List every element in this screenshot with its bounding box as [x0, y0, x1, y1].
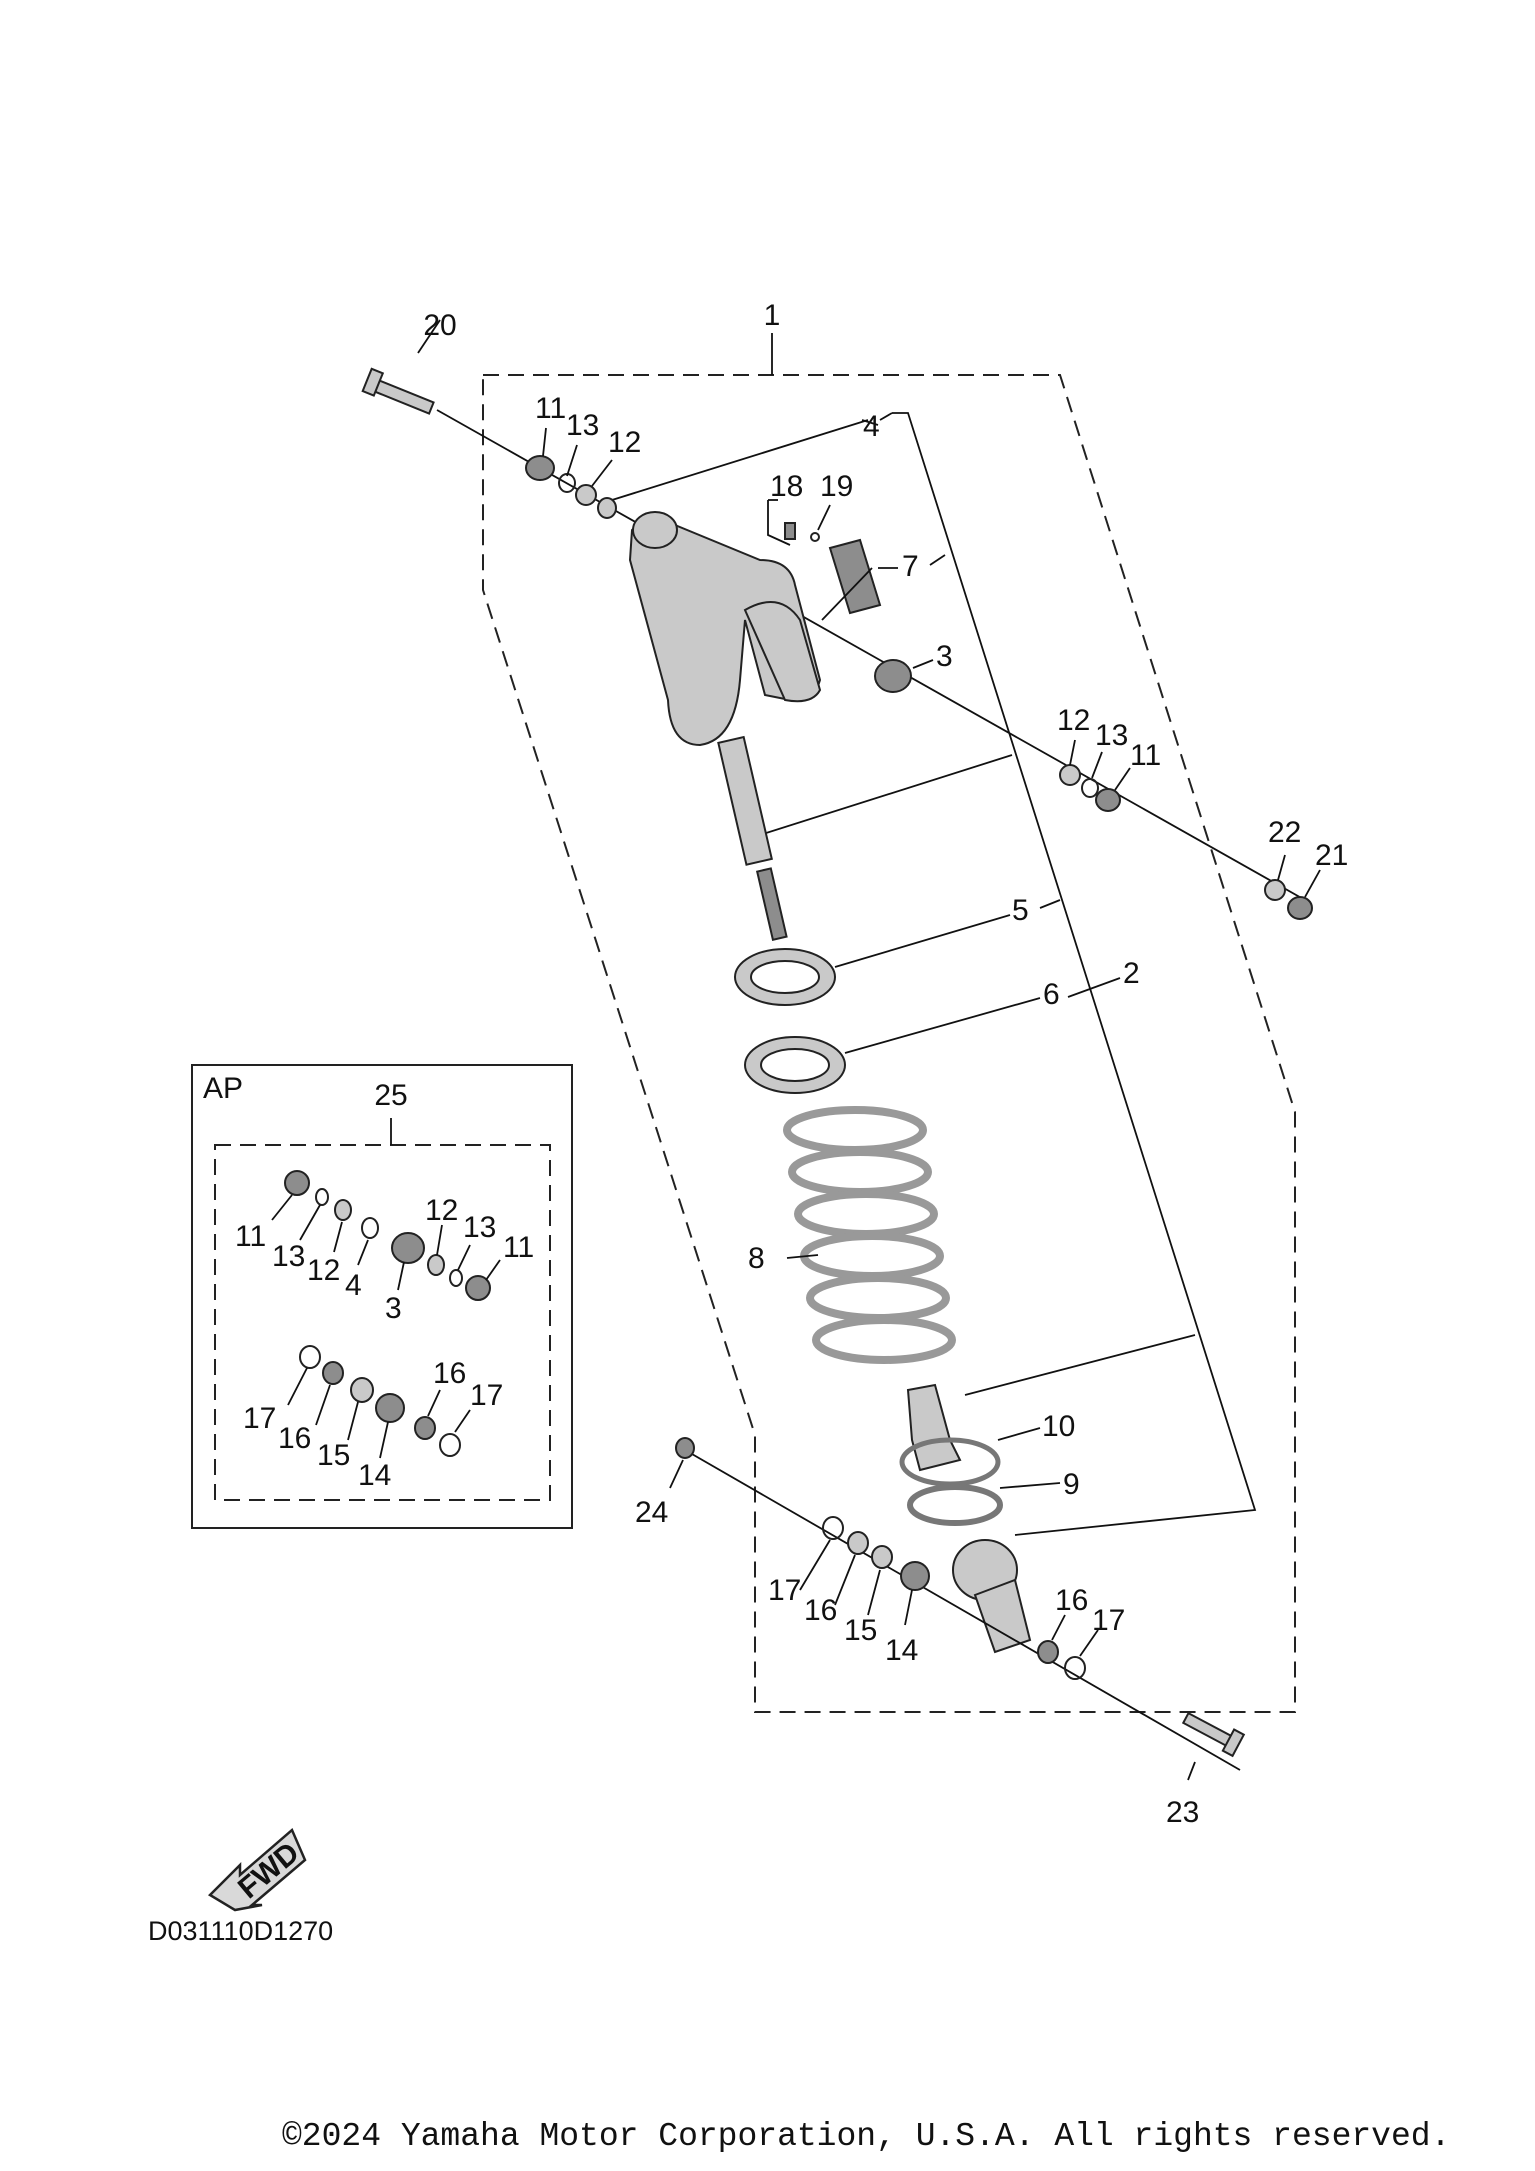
ap-callout-14: 14: [358, 1459, 391, 1492]
callout-8: 8: [748, 1242, 765, 1275]
valve-and-cap: [784, 522, 820, 542]
callout-11a: 11: [535, 392, 566, 425]
nut-21: [1287, 896, 1313, 920]
copyright-notice: ©2024 Yamaha Motor Corporation, U.S.A. A…: [282, 2118, 1451, 2155]
ap-callout-11b: 11: [503, 1231, 534, 1264]
callout-20: 20: [423, 309, 456, 342]
callout-2: 2: [1123, 957, 1140, 990]
ap-callout-11a: 11: [235, 1220, 266, 1253]
fwd-arrow-icon: FWD: [207, 1827, 307, 1912]
callout-9: 9: [1063, 1468, 1080, 1501]
ap-callout-13b: 13: [463, 1211, 496, 1244]
callout-12b: 12: [1057, 704, 1090, 737]
bolt-20: [361, 367, 435, 415]
ap-callout-17a: 17: [243, 1402, 276, 1435]
callout-17b: 17: [1092, 1604, 1125, 1637]
ap-box: [191, 1064, 573, 1529]
bump-stop-10: [906, 1383, 962, 1472]
callout-15a: 15: [844, 1614, 877, 1647]
callout-22: 22: [1268, 816, 1301, 849]
drawing-code: D031110D1270: [148, 1916, 333, 1946]
collar-3: [874, 659, 912, 693]
shock-absorber-body: [628, 511, 822, 941]
callout-17a: 17: [768, 1574, 801, 1607]
callout-3: 3: [936, 640, 953, 673]
ap-upper-hardware: [284, 1170, 491, 1301]
bolt-24: [675, 1437, 695, 1459]
lower-left-hardware: [822, 1516, 930, 1591]
callout-21: 21: [1315, 839, 1348, 872]
ap-callout-12b: 12: [425, 1194, 458, 1227]
ap-callout-13a: 13: [272, 1240, 305, 1273]
ap-box-label: AP: [203, 1072, 243, 1105]
spring-8: [783, 1106, 956, 1364]
ap-callout-16a: 16: [278, 1422, 311, 1455]
callout-23: 23: [1166, 1796, 1199, 1829]
ap-callout-4: 4: [345, 1269, 362, 1302]
callout-16a: 16: [804, 1594, 837, 1627]
callout-13b: 13: [1095, 719, 1128, 752]
callout-16b: 16: [1055, 1584, 1088, 1617]
lower-right-hardware: [1037, 1640, 1086, 1680]
callout-13a: 13: [566, 409, 599, 442]
callout-6: 6: [1043, 978, 1060, 1011]
spring-seat-9: [907, 1484, 1003, 1526]
lower-clevis: [952, 1539, 1032, 1654]
upper-right-hardware: [1059, 764, 1121, 812]
callout-5: 5: [1012, 894, 1029, 927]
callout-25: 25: [374, 1079, 407, 1112]
callout-4: 4: [863, 410, 880, 443]
washer-22: [1264, 879, 1286, 901]
ap-kit-25-boundary: [214, 1144, 551, 1501]
callout-10: 10: [1042, 1410, 1075, 1443]
ap-callout-15: 15: [317, 1439, 350, 1472]
callout-19: 19: [820, 470, 853, 503]
ap-callout-16b: 16: [433, 1357, 466, 1390]
callout-14a: 14: [885, 1634, 918, 1667]
callout-7: 7: [902, 550, 919, 583]
bolt-23: [1181, 1711, 1246, 1758]
callout-1: 1: [764, 299, 781, 332]
callout-12a: 12: [608, 426, 641, 459]
ap-callout-17b: 17: [470, 1379, 503, 1412]
callout-24: 24: [635, 1496, 668, 1529]
ap-callout-3: 3: [385, 1292, 402, 1325]
decal-7: [828, 538, 882, 615]
ap-callout-12a: 12: [307, 1254, 340, 1287]
ap-lower-hardware: [299, 1345, 461, 1457]
callout-18: 18: [770, 470, 803, 503]
assembly-1-boundary: [482, 374, 1296, 1713]
subassembly-2-boundary: [892, 412, 1257, 1536]
callout-11b: 11: [1130, 739, 1161, 772]
